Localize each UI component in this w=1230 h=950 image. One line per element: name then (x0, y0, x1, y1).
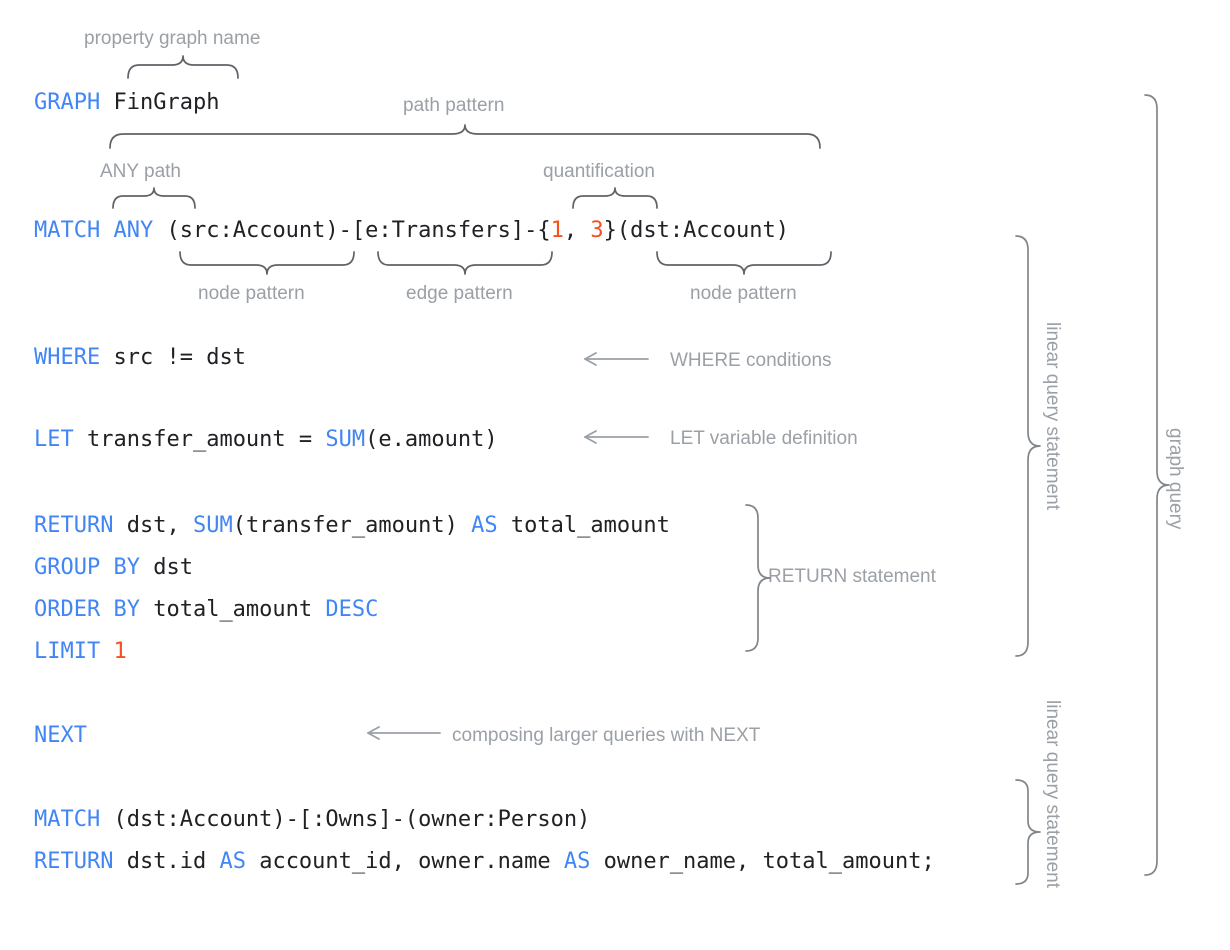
code-token: LET (34, 427, 74, 452)
code-token: total_amount (497, 513, 670, 538)
code-token: GROUP BY (34, 555, 140, 580)
brace-node-pattern-1 (179, 251, 355, 275)
brace-path-pattern (109, 124, 821, 149)
code-line-graph: GRAPH FinGraph (34, 90, 219, 116)
annotation-path-pattern: path pattern (403, 95, 505, 116)
annotation-quantification: quantification (543, 161, 655, 182)
code-line-next: NEXT (34, 723, 87, 749)
annotation-let-variable-definition: LET variable definition (670, 428, 858, 449)
arrow-let-variable-definition (584, 430, 649, 444)
code-token: dst, (113, 513, 193, 538)
code-line-let: LET transfer_amount = SUM(e.amount) (34, 427, 498, 453)
annotation-property-graph-name: property graph name (84, 28, 261, 49)
code-line-match2: MATCH (dst:Account)-[:Owns]-(owner:Perso… (34, 807, 590, 833)
annotation-composing-next: composing larger queries with NEXT (452, 725, 761, 746)
brace-any-path (112, 187, 196, 209)
annotation-any-path: ANY path (100, 161, 181, 182)
arrow-composing-next (367, 726, 441, 740)
code-token (100, 218, 113, 243)
code-token: MATCH (34, 218, 101, 243)
brace-linear-query-statement-1 (1015, 235, 1041, 657)
code-token: owner_name, total_amount; (590, 849, 935, 874)
code-line-limit: LIMIT 1 (34, 639, 127, 665)
code-line-groupby: GROUP BY dst (34, 555, 193, 581)
code-token: RETURN (34, 849, 114, 874)
code-token: DESC (325, 597, 379, 622)
code-token (100, 639, 113, 664)
code-token: transfer_amount = (73, 427, 326, 452)
code-token: LIMIT (34, 639, 101, 664)
code-token: }(dst:Account) (603, 218, 790, 243)
code-token: , (563, 218, 591, 243)
code-token: src != dst (100, 345, 246, 370)
code-line-return2: RETURN dst.id AS account_id, owner.name … (34, 849, 935, 875)
arrow-where-conditions (584, 352, 649, 366)
brace-node-pattern-2 (656, 251, 832, 275)
annotation-edge-pattern: edge pattern (406, 283, 513, 304)
code-token: RETURN (34, 513, 114, 538)
code-token: (src:Account)-[e:Transfers]-{ (153, 218, 551, 243)
code-token: AS (563, 849, 591, 874)
annotation-graph-query: graph query (1165, 428, 1186, 530)
code-token: WHERE (34, 345, 101, 370)
code-line-where: WHERE src != dst (34, 345, 246, 371)
code-token: AS (219, 849, 246, 874)
code-token: total_amount (139, 597, 326, 622)
code-token: (dst:Account)-[:Owns]-(owner:Person) (100, 807, 591, 832)
code-line-orderby: ORDER BY total_amount DESC (34, 597, 378, 623)
code-line-match: MATCH ANY (src:Account)-[e:Transfers]-{1… (34, 218, 789, 244)
code-token: GRAPH (34, 90, 101, 115)
brace-linear-query-statement-2 (1015, 779, 1041, 885)
brace-return-statement (745, 504, 771, 652)
annotation-linear-query-statement-1: linear query statement (1042, 322, 1063, 510)
code-token: FinGraph (100, 90, 220, 115)
code-token: SUM (192, 513, 233, 538)
code-token: AS (471, 513, 498, 538)
brace-quantification (572, 187, 658, 209)
annotation-return-statement: RETURN statement (768, 566, 936, 587)
code-token: dst (139, 555, 193, 580)
brace-property-graph-name (127, 55, 239, 79)
annotation-linear-query-statement-2: linear query statement (1042, 700, 1063, 888)
code-token: (transfer_amount) (232, 513, 472, 538)
code-token: MATCH (34, 807, 101, 832)
code-token: (e.amount) (365, 427, 498, 452)
code-token: ANY (113, 218, 154, 243)
code-token: 1 (550, 218, 564, 243)
annotation-node-pattern-2: node pattern (690, 283, 797, 304)
code-token: 3 (590, 218, 604, 243)
annotation-node-pattern-1: node pattern (198, 283, 305, 304)
code-line-return: RETURN dst, SUM(transfer_amount) AS tota… (34, 513, 670, 539)
code-token: ORDER BY (34, 597, 140, 622)
annotation-where-conditions: WHERE conditions (670, 350, 832, 371)
code-token: account_id, owner.name (245, 849, 564, 874)
code-token: dst.id (113, 849, 220, 874)
code-token: 1 (113, 639, 127, 664)
code-token: SUM (325, 427, 366, 452)
brace-edge-pattern (377, 251, 553, 275)
code-token: NEXT (34, 723, 87, 748)
